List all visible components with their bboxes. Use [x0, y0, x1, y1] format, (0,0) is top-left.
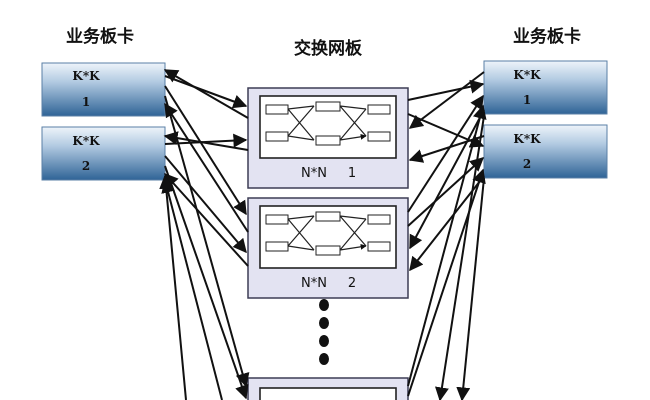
right-card-2: K*K 2 [483, 124, 608, 179]
connection-arrow [408, 71, 485, 129]
connection-arrow [407, 94, 484, 213]
connection-arrow [408, 135, 485, 163]
right-card-2-type: K*K [513, 132, 541, 146]
connection-arrow [409, 109, 485, 250]
center-heading: 交换网板 [294, 38, 363, 59]
right-card-2-number: 2 [523, 157, 531, 171]
switch-module-1-number: 1 [348, 166, 356, 181]
switch-module-2: N*N 2 [247, 197, 409, 299]
left-card-2-number: 2 [82, 159, 90, 173]
connection-arrow [407, 79, 485, 101]
switch-module-3 [247, 377, 409, 400]
connection-arrow [163, 131, 249, 151]
left-heading: 业务板卡 [66, 26, 134, 47]
connection-arrow [407, 157, 485, 227]
right-card-1: K*K 1 [483, 60, 608, 115]
right-card-1-type: K*K [513, 68, 541, 82]
connection-arrow [407, 104, 487, 387]
switch-module-2-number: 2 [348, 276, 356, 291]
switch-module-2-type: N*N [301, 276, 327, 291]
connection-arrow [164, 95, 250, 388]
connection-arrow [161, 178, 223, 400]
connection-arrow [164, 85, 247, 216]
connection-arrow [164, 102, 249, 233]
left-card-2: K*K 2 [41, 126, 166, 181]
left-card-1-number: 1 [82, 95, 90, 109]
switch-fabric-icon [259, 95, 397, 159]
right-card-1-number: 1 [523, 93, 531, 107]
connection-arrow [164, 165, 249, 400]
connection-arrow [164, 155, 247, 254]
ellipsis-dots [319, 299, 329, 365]
connection-arrow [456, 177, 485, 400]
connection-arrow [159, 174, 187, 400]
connection-arrow [163, 69, 249, 119]
left-card-1: K*K 1 [41, 62, 166, 117]
connection-arrow [435, 115, 485, 400]
right-heading: 业务板卡 [513, 26, 581, 47]
switch-fabric-icon [259, 205, 397, 269]
left-connections [159, 69, 250, 400]
connection-arrow [164, 75, 248, 109]
connection-arrow [164, 172, 249, 267]
connection-arrow [407, 113, 485, 148]
switch-module-1-type: N*N [301, 166, 327, 181]
left-card-2-type: K*K [72, 134, 100, 148]
left-card-1-type: K*K [72, 69, 100, 83]
switch-module-1: N*N 1 [247, 87, 409, 189]
right-connections [407, 71, 487, 400]
